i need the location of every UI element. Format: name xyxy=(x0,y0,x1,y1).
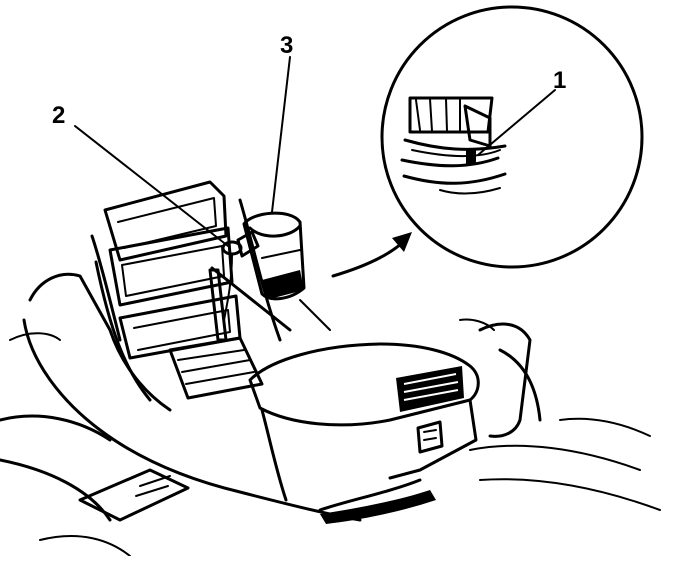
leader-1 xyxy=(477,89,556,156)
floor xyxy=(0,299,661,557)
center-stack xyxy=(90,180,282,402)
floor-pedal xyxy=(78,468,190,522)
leader-3 xyxy=(271,56,291,213)
leader-2 xyxy=(74,125,229,247)
detail-fitting xyxy=(408,96,494,134)
component-3 xyxy=(242,211,306,301)
callout-3: 3 xyxy=(280,32,294,59)
callout-1: 1 xyxy=(553,67,567,94)
component-2 xyxy=(221,230,260,321)
callout-2: 2 xyxy=(52,102,66,129)
rear-vent xyxy=(396,366,464,412)
detail-circle xyxy=(380,5,644,269)
detail-view xyxy=(380,5,644,269)
rear-outlet xyxy=(416,420,444,454)
detail-arrow xyxy=(331,232,412,278)
detail-terminal xyxy=(466,150,476,164)
armrest-lid xyxy=(248,342,480,427)
console-body xyxy=(22,272,480,524)
shifter xyxy=(168,266,292,400)
detail-connector xyxy=(463,104,492,148)
